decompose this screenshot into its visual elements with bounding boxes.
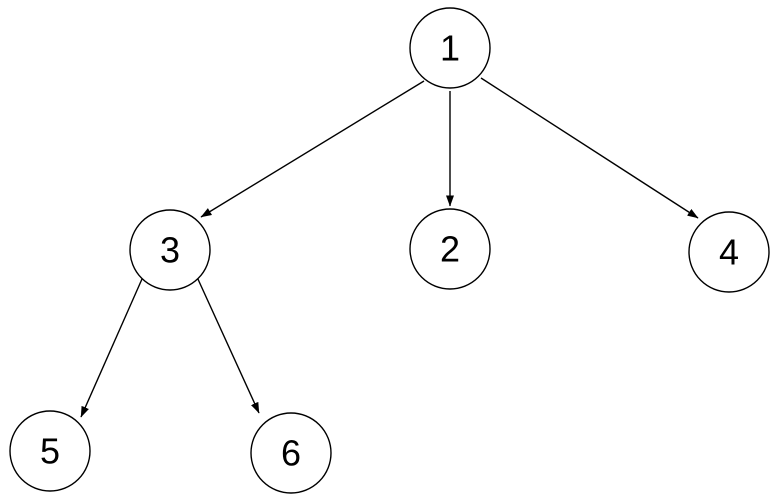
node-circle-5 [9, 410, 91, 492]
tree-node-3: 3 [129, 209, 211, 291]
edges-layer [80, 77, 699, 418]
tree-node-2: 2 [409, 208, 491, 290]
edge-1-4 [480, 77, 699, 219]
edge-3-6 [196, 276, 260, 414]
node-label-1: 1 [440, 28, 460, 69]
node-label-2: 2 [440, 229, 460, 270]
node-circle-1 [409, 7, 491, 89]
node-label-3: 3 [160, 230, 180, 271]
node-label-5: 5 [40, 431, 60, 472]
tree-node-5: 5 [9, 410, 91, 492]
node-circle-2 [409, 208, 491, 290]
tree-node-6: 6 [250, 412, 332, 494]
node-label-4: 4 [719, 232, 739, 273]
tree-node-1: 1 [409, 7, 491, 89]
nodes-layer: 1 2 3 4 5 6 [9, 7, 770, 494]
edge-1-3 [200, 80, 425, 218]
edge-3-5 [80, 278, 143, 418]
node-circle-4 [688, 211, 770, 293]
node-circle-6 [250, 412, 332, 494]
node-circle-3 [129, 209, 211, 291]
node-label-6: 6 [281, 433, 301, 474]
tree-node-4: 4 [688, 211, 770, 293]
